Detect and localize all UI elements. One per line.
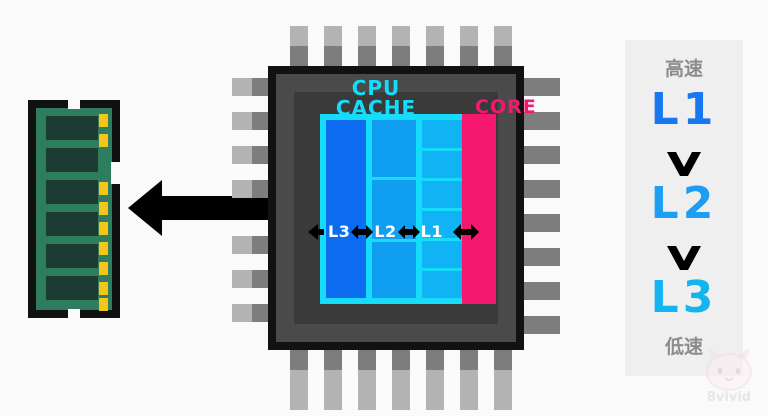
cpu-pin-right: [520, 282, 560, 300]
ram-contact-pin: [99, 202, 108, 215]
cpu-pin-top: [426, 46, 444, 66]
ram-contact-pin: [99, 134, 108, 147]
flow-arrow-icon: [351, 225, 374, 239]
cpu-pin-left: [252, 112, 272, 130]
cpu-pin-right: [520, 316, 560, 334]
ram-notch-side-icon: [111, 162, 120, 184]
cpu-pin-bottom: [460, 350, 478, 370]
cpu-pin-top: [324, 46, 342, 66]
cpu-label: CPU: [351, 76, 401, 100]
legend-level-l1: L1: [650, 84, 718, 135]
cpu-pin-right: [520, 180, 560, 198]
ram-chip: [46, 276, 98, 300]
cpu-pin-right: [520, 112, 560, 130]
flow-arrow-icon: [397, 225, 420, 239]
cpu-pin-left: [252, 304, 272, 322]
cpu-pin-top: [290, 46, 308, 66]
cache-cell-divider: [422, 178, 466, 181]
memory-bus-arrow: [128, 176, 318, 240]
ram-contact-pin: [99, 182, 108, 195]
cache-label: CACHE: [335, 96, 417, 120]
flow-arrow-icon: [308, 224, 324, 240]
cache-flow-label-l2: L2: [374, 222, 397, 241]
cpu-pin-left: [252, 236, 272, 254]
cpu-cache-block: [320, 114, 472, 304]
cpu-pin-bottom: [290, 350, 308, 370]
cpu-pin-left: [252, 270, 272, 288]
ram-notch-top-icon: [68, 100, 80, 109]
legend-high-speed-caption: 高速: [664, 58, 703, 80]
legend-level-l3: L3: [650, 272, 718, 323]
ram-contact-pin: [99, 282, 108, 295]
legend-level-l2: L2: [650, 178, 718, 229]
cache-cell-divider: [372, 239, 416, 242]
ram-chip: [46, 212, 98, 236]
cache-cell-divider: [422, 208, 466, 211]
cpu-pin-right: [520, 214, 560, 232]
watermark-text: 8vivid: [706, 390, 752, 405]
cache-flow-row: L3 L2 L1: [308, 218, 532, 246]
ram-chip: [46, 116, 98, 140]
cpu-pin-bottom: [358, 350, 376, 370]
chevron-down-icon: [667, 152, 701, 176]
speed-legend-panel: 高速 L1 L2 L3 低速: [625, 40, 743, 376]
cpu-pin-bottom: [392, 370, 410, 410]
cpu-die: [294, 92, 498, 324]
cpu-pin-left: [252, 78, 272, 96]
cpu-pin-bottom: [426, 350, 444, 370]
cpu-pin-left: [252, 180, 272, 198]
ram-chip: [46, 148, 98, 172]
ram-pcb: [36, 108, 112, 311]
core-link-arrow-icon: [452, 224, 479, 240]
ram-chip: [46, 180, 98, 204]
core-label: CORE: [475, 96, 537, 118]
cpu-core-bar: [462, 114, 496, 304]
ram-contact-pin: [99, 262, 108, 275]
cache-flow-label-l3: L3: [328, 222, 351, 241]
cpu-pin-bottom: [358, 370, 376, 410]
cpu-pin-bottom: [460, 370, 478, 410]
ram-contact-pin: [99, 242, 108, 255]
cpu-pin-bottom: [290, 370, 308, 410]
watermark: 8vivid: [694, 346, 764, 410]
cpu-pin-top: [460, 46, 478, 66]
cache-cell-divider: [372, 177, 416, 180]
cache-level-l3: [326, 120, 366, 298]
cpu-pin-bottom: [494, 350, 512, 370]
cpu-pin-bottom: [494, 370, 512, 410]
cpu-pin-bottom: [324, 350, 342, 370]
ram-chip: [46, 244, 98, 268]
cache-level-l1: [422, 120, 466, 298]
chevron-down-icon: [667, 246, 701, 270]
cache-cell-divider: [422, 268, 466, 271]
ram-notch-bottom-icon: [68, 309, 80, 318]
cpu-package: CPU CACHE CORE L3 L2 L1: [232, 26, 560, 410]
cache-cell-divider: [422, 238, 466, 241]
cache-level-l2: [372, 120, 416, 298]
cache-cell-divider: [422, 148, 466, 151]
cpu-pin-bottom: [324, 370, 342, 410]
legend-chevron-1: [625, 150, 743, 182]
ram-contact-pin: [99, 298, 108, 311]
double-arrow-icon: [128, 180, 318, 236]
cpu-pin-bottom: [426, 370, 444, 410]
cpu-pin-top: [358, 46, 376, 66]
cpu-pin-top: [494, 46, 512, 66]
ram-contact-pin: [99, 222, 108, 235]
legend-low-speed-caption: 低速: [664, 336, 703, 358]
cpu-pin-right: [520, 78, 560, 96]
legend-chevron-2: [625, 244, 743, 276]
ram-module: [28, 100, 120, 318]
cpu-pin-left: [252, 146, 272, 164]
ram-contact-pin: [99, 114, 108, 127]
cpu-pin-right: [520, 146, 560, 164]
cat-face-icon: [706, 348, 752, 391]
cpu-pin-bottom: [392, 350, 410, 370]
cpu-pin-right: [520, 248, 560, 266]
cpu-pin-top: [392, 46, 410, 66]
cache-flow-label-l1: L1: [420, 222, 443, 241]
